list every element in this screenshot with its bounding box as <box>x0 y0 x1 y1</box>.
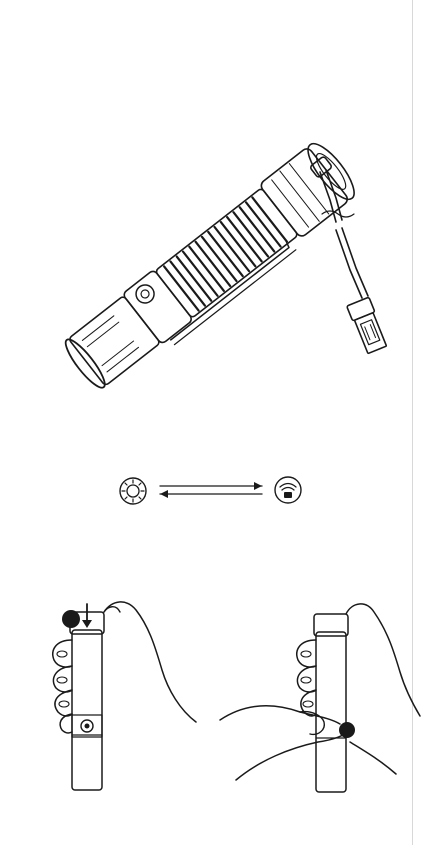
down-arrow-icon <box>82 604 92 628</box>
side-press-hand-icon <box>220 604 420 792</box>
tail-press-hand-icon <box>53 602 196 790</box>
press-dot-icon <box>339 722 355 738</box>
press-dot-icon <box>62 610 80 628</box>
